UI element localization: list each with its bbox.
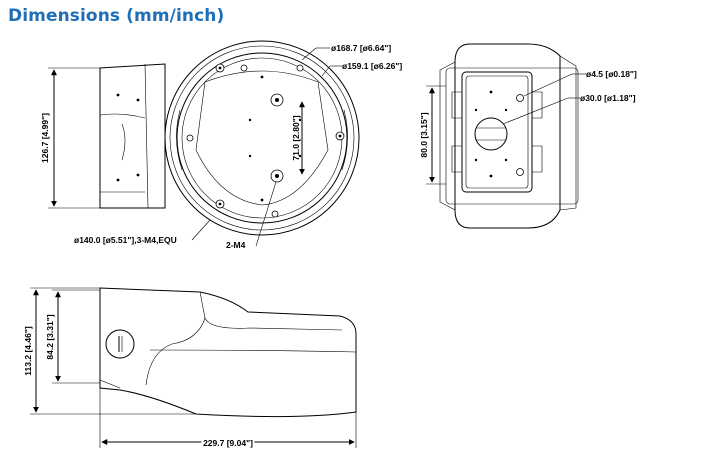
dim-4-5: ø4.5 [ø0.18"] [586,69,637,79]
arm-body [99,63,166,209]
dim-126-7: 126.7 [4.99"] [40,113,50,163]
dim-113-2: 113.2 [4.46"] [23,326,33,376]
dim-30-0: ø30.0 [ø1.18"] [580,93,636,103]
outer-ring [164,40,360,236]
dim-168-7: ø168.7 [ø6.64"] [331,43,391,53]
dim-229-7: 229.7 [9.04"] [203,438,253,448]
top-view: 126.7 [4.99"] 71.0 [2.80"] ø168.7 [ø6.64… [40,40,402,250]
dim-84-2: 84.2 [3.31"] [45,314,55,359]
dim-140-0: ø140.0 [ø5.51"],3-M4,EQU [74,235,177,245]
dim-80-0: 80.0 [3.15"] [419,112,429,157]
side-view: 113.2 [4.46"] 84.2 [3.31"] 229.7 [9.04"] [23,287,357,450]
dim-2-m4: 2-M4 [226,240,246,250]
page-title: Dimensions (mm/inch) [8,6,225,26]
dim-71-0: 71.0 [2.80"] [291,115,301,160]
back-view: 80.0 [3.15"] ø4.5 [ø0.18"] ø30.0 [ø1.18"… [419,43,637,229]
dim-159-1: ø159.1 [ø6.26"] [342,61,402,71]
